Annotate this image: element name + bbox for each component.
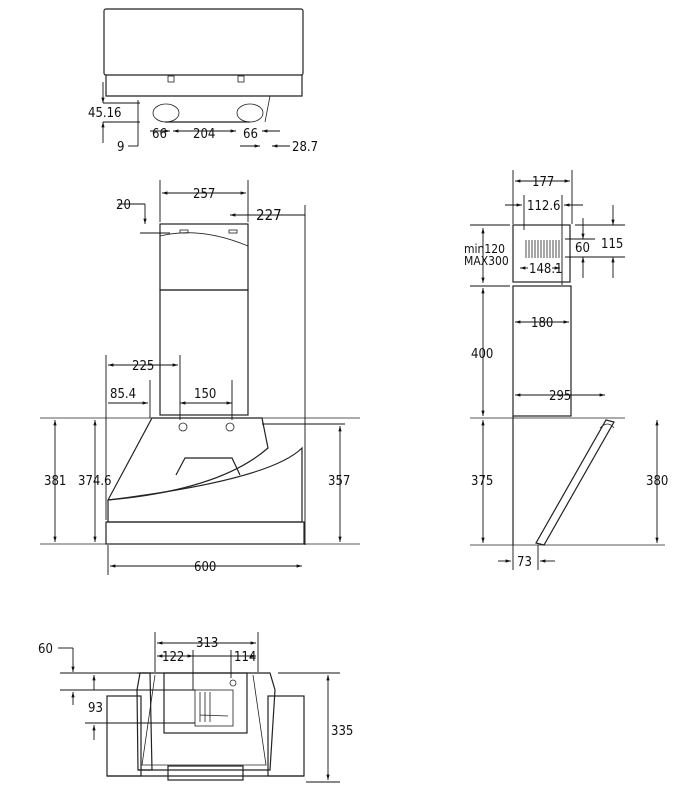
dim-label: 357 xyxy=(328,474,350,489)
dim-label: 122 xyxy=(162,650,184,665)
dim-label: 66 xyxy=(152,127,167,142)
dim-label: 20 xyxy=(116,198,131,213)
dim-label: 28.7 xyxy=(292,140,318,155)
dim-label: 313 xyxy=(196,636,218,651)
dim-label: 150 xyxy=(194,387,216,402)
dim-label: 225 xyxy=(132,359,154,374)
dim-label: 93 xyxy=(88,701,103,716)
dim-label: min120 xyxy=(464,242,505,256)
dim-label: 227 xyxy=(256,206,282,224)
bottom-view: 60 313 122 114 93 335 xyxy=(38,632,353,783)
dim-label: 148.1 xyxy=(529,262,562,277)
dim-label: 335 xyxy=(331,724,353,739)
dim-label: 45.16 xyxy=(88,106,121,121)
top-view: 45.16 66 204 66 9 28.7 xyxy=(88,8,318,155)
dim-label: 73 xyxy=(517,555,532,570)
dim-label: 400 xyxy=(471,347,493,362)
side-view: 177 112.6 60 115 min120 MAX300 148.1 180… xyxy=(464,170,668,570)
dim-label: 177 xyxy=(532,175,554,190)
dim-label: 60 xyxy=(38,642,53,657)
dim-label: 204 xyxy=(193,127,215,142)
dim-label: 374.6 xyxy=(78,474,111,489)
dim-label: 9 xyxy=(117,140,124,155)
dim-label: 375 xyxy=(471,474,493,489)
dim-label: MAX300 xyxy=(464,254,509,268)
dim-label: 60 xyxy=(575,241,590,256)
front-view: 257 20 227 225 85.4 150 381 374.6 357 60… xyxy=(40,180,360,575)
dim-label: 115 xyxy=(601,237,623,252)
dim-label: 257 xyxy=(193,187,215,202)
dim-label: 112.6 xyxy=(527,199,560,214)
dim-label: 85.4 xyxy=(110,387,136,402)
dim-label: 295 xyxy=(549,389,571,404)
dim-label: 66 xyxy=(243,127,258,142)
dim-label: 114 xyxy=(234,650,256,665)
dim-label: 180 xyxy=(531,316,553,331)
dim-label: 380 xyxy=(646,474,668,489)
dim-label: 381 xyxy=(44,474,66,489)
dim-label: 600 xyxy=(194,560,216,575)
